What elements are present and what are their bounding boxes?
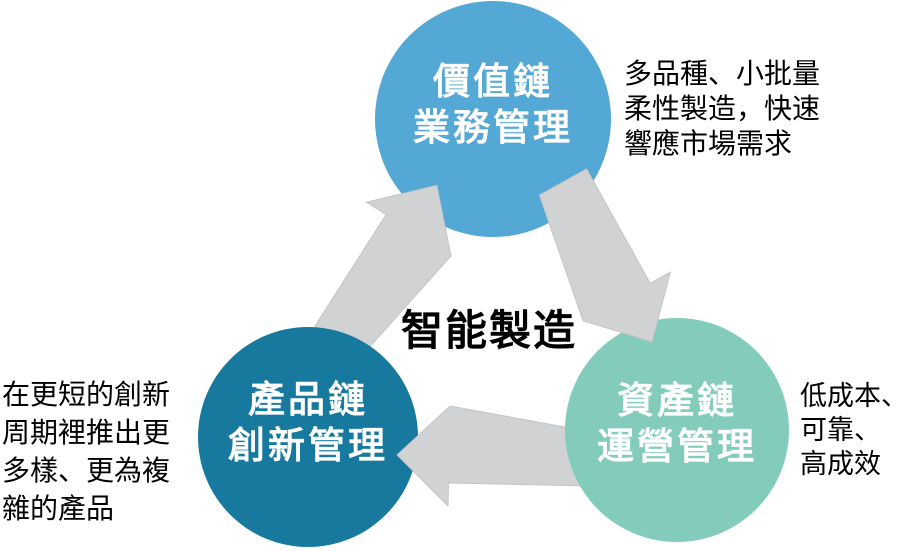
diagram-center-title: 智能製造 <box>400 306 577 355</box>
asset-chain-annotation: 低成本、 可靠、 高成效 <box>800 381 908 480</box>
value-chain-label: 價值鏈 業務管理 <box>413 60 573 149</box>
product-chain-annotation: 在更短的創新 周期裡推出更 多樣、更為複 雜的產品 <box>2 378 171 525</box>
product-chain-circle <box>198 327 418 547</box>
asset-chain-circle <box>565 318 789 542</box>
arrow-value-to-asset <box>538 168 672 343</box>
asset-chain-label: 資產鏈 運營管理 <box>597 379 757 468</box>
value-chain-circle <box>375 1 611 237</box>
product-chain-label: 產品鏈 創新管理 <box>228 378 388 467</box>
value-chain-annotation: 多品種、小批量 柔性製造，快速 響應市場需求 <box>624 57 821 160</box>
